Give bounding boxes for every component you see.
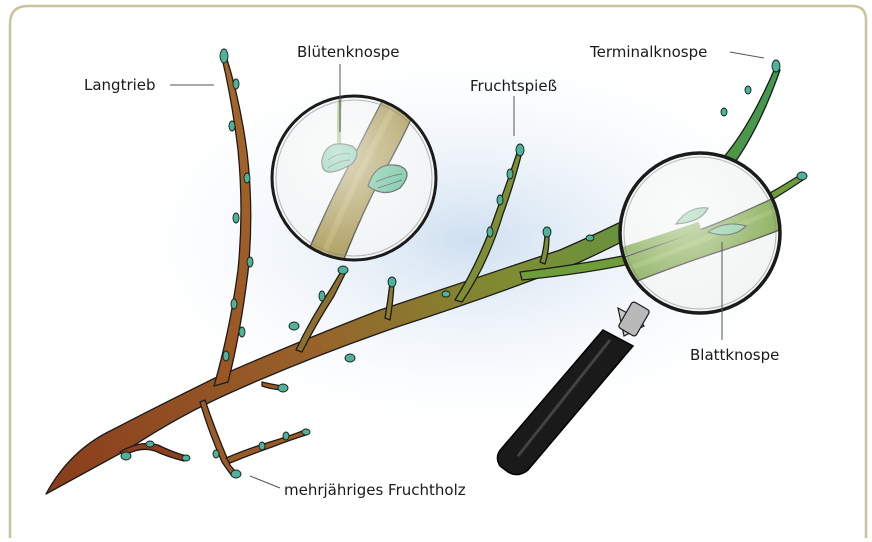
bud [182,455,190,461]
bud [231,470,241,478]
bud [345,354,355,362]
bud [239,327,245,337]
label-langtrieb: Langtrieb [84,76,156,94]
bud [772,60,780,72]
bud [231,299,237,309]
leader-fruchtholz [250,476,280,488]
bud [543,227,551,237]
bud [745,86,751,94]
bud [497,195,503,205]
label-blattknospe: Blattknospe [690,346,779,364]
fruchtholz-spur [200,400,236,476]
bud [233,79,239,89]
bud [289,322,299,330]
bud [247,257,253,267]
label-fruchtholz: mehrjähriges Fruchtholz [284,481,466,499]
bud [259,442,265,450]
bud [388,277,396,287]
leader-terminalknospe [730,52,764,58]
bud [338,266,348,274]
bud [442,291,450,297]
bud [586,235,594,241]
bud [721,108,727,116]
bud [213,450,219,458]
bud [146,441,154,447]
bud [302,429,310,435]
label-bluetenknospe: Blütenknospe [297,43,400,61]
bud [220,49,228,63]
bud [487,227,493,237]
bud [516,144,524,156]
bud [229,121,235,131]
label-fruchtspiess: Fruchtspieß [470,77,557,95]
bud [797,172,807,180]
bud [278,384,288,392]
bud [223,351,229,361]
label-terminalknospe: Terminalknospe [590,43,707,61]
bud [121,452,131,460]
bud [507,169,513,179]
bud [244,173,250,183]
bud [283,432,289,440]
bud [319,291,325,301]
fruchtholz-branch [226,430,306,463]
bud [233,213,239,223]
